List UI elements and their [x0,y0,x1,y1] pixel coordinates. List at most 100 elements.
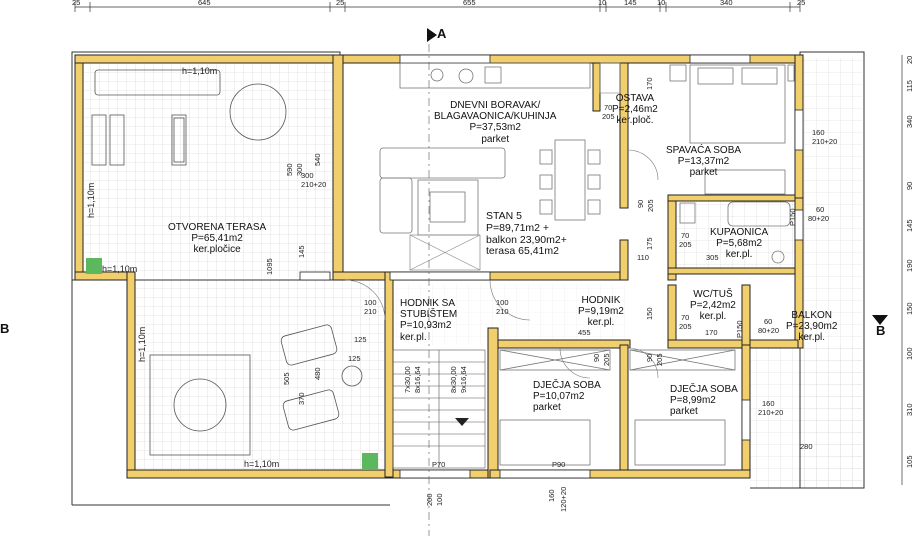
room-spavaca: SPAVAĆA SOBA P=13,37m2 parket [666,145,741,179]
dim-455: 455 [578,328,591,337]
dim-205d: 205 [655,353,664,366]
right-dim-2: 115 [905,80,914,92]
room-dnevni-name2: BLAGAVAONICA/KUHINJA [434,111,557,123]
dim-80-20a: 80+20 [808,214,830,223]
stair-label-1b: 8x16,64 [413,366,422,393]
dim-210b: 210 [496,307,509,316]
dim-480: 480 [313,367,322,380]
dim-150: 150 [645,307,654,320]
room-wc-floor: ker.pl. [699,311,727,323]
dim-205e: 205 [679,240,692,249]
kids-furniture [499,349,736,466]
top-dim-1: 25 [72,0,81,7]
terrace-furniture [91,69,363,456]
plants [86,258,378,469]
dim-170a: 170 [645,77,654,90]
room-spavaca-floor: parket [689,167,718,179]
room-djecja-2-floor: parket [670,406,698,418]
dim-90b: 90 [592,353,601,362]
room-hodnik: HODNIK P=9,19m2 ker.pl. [578,295,624,329]
dim-280: 280 [800,442,813,451]
right-dim-9: 190 [905,259,914,272]
top-dim-6: 145 [624,0,637,7]
room-balkon-name: BALKON [791,310,832,321]
room-ostava-name: OSTAVA [615,93,655,104]
double-bed [669,64,795,195]
door-p70: P70 [432,460,446,469]
stair-label-2a: 8x30,00 [449,366,458,393]
room-hodnik-floor: ker.pl. [587,317,615,329]
bath-sink [679,202,696,224]
room-kupaonica: KUPAONICA P=5,68m2 ker.pl. [710,227,768,261]
room-hodnik-sa-name2: STUBIŠTEM [400,309,458,321]
dim-200: 200 [425,493,434,506]
room-djecja-1: DJEČJA SOBA P=10,07m2 parket [533,380,601,414]
top-dimension-line [74,2,801,12]
stair-label-1a: 7x30,00 [403,366,412,393]
dim-210-20c: 210+20 [758,408,784,417]
room-spavaca-area: P=13,37m2 [677,156,730,168]
railing-height-lower-left: h=1,10m [137,326,147,362]
room-kupaonica-floor: ker.pl. [725,249,753,261]
right-dim-15: 310 [905,403,914,416]
top-dim-2: 645 [198,0,211,7]
dim-125b: 125 [348,354,361,363]
room-wc-name: WC/TUŠ [693,289,733,300]
dining-table [539,139,601,221]
room-wc-area: P=2,42m2 [690,300,736,312]
right-dim-1: 20 [905,55,914,64]
right-dim-8: 145 [905,219,914,232]
room-djecja-2: DJEČJA SOBA P=8,99m2 parket [670,384,738,418]
dim-210a: 210 [364,307,377,316]
dim-205b: 205 [646,199,655,212]
room-balkon: BALKON P=23,90m2 ker.pl. [786,310,837,344]
room-balkon-floor: ker.pl. [798,332,826,344]
room-dnevni-name1: DNEVNI BORAVAK/ [450,100,541,111]
room-wc: WC/TUŠ P=2,42m2 ker.pl. [690,289,736,323]
room-ostava: OSTAVA P=2,46m2 ker.ploč. [612,93,658,127]
section-mark-b-left: B [0,321,10,336]
terrace-tiled-floor-lower [133,280,388,472]
apartment-name: STAN 5 [486,210,522,222]
dim-145: 145 [297,245,306,258]
walls [74,54,804,479]
door-swings [344,149,659,379]
room-hodnik-area: P=9,19m2 [578,306,624,318]
living-diagonal-2 [409,234,481,271]
dim-170b: 170 [705,328,718,337]
staircase [392,349,486,469]
room-kupaonica-name: KUPAONICA [710,227,769,238]
dim-505: 505 [282,372,291,385]
room-terasa-name: OTVORENA TERASA [168,222,267,233]
room-kupaonica-area: P=5,68m2 [716,238,763,250]
right-dim-17: 105 [905,455,914,468]
dim-100a: 100 [364,298,377,307]
toilet [771,250,785,264]
dim-60a: 60 [816,205,825,214]
dim-370: 370 [297,392,306,405]
dim-300b: 300 [301,171,314,180]
section-mark-a: A [437,26,447,41]
railing-height-top: h=1,10m [182,66,218,76]
top-dim-4: 655 [463,0,476,7]
right-dim-6: 90 [905,181,914,190]
dim-90a: 90 [636,199,645,208]
dim-70b: 70 [681,231,690,240]
room-djecja-1-floor: parket [533,402,561,414]
dim-120-20: 120+20 [559,486,568,512]
door-p90: P90 [552,460,566,469]
room-balkon-area: P=23,90m2 [786,321,838,333]
right-dim-13: 100 [905,347,914,360]
dim-210-20b: 210+20 [812,137,838,146]
room-hodnik-sa: HODNIK SA STUBIŠTEM P=10,93m2 ker.pl. [400,298,457,343]
room-hodnik-sa-floor: ker.pl. [400,331,427,343]
room-djecja-2-name: DJEČJA SOBA [670,384,738,395]
room-terasa-floor: ker.pločice [193,244,241,256]
top-dim-9: 25 [797,0,806,7]
dim-540: 540 [313,153,322,166]
room-dnevni-floor: parket [481,133,510,145]
room-dnevni: DNEVNI BORAVAK/ BLAGAVAONICA/KUHINJA P=3… [434,100,556,145]
dim-160a: 160 [812,128,825,137]
apartment-line1: P=89,71m2 + [486,221,550,234]
